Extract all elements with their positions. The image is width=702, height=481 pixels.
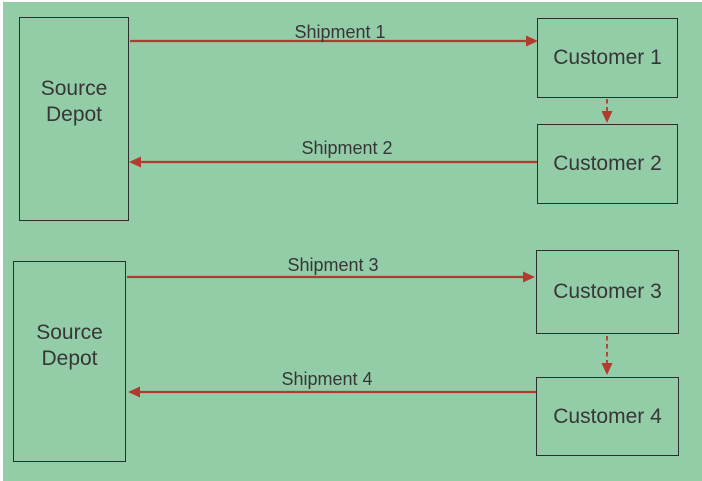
source-depot-2-label-line2: Depot <box>41 346 98 370</box>
shipment-3-label: Shipment 3 <box>287 255 379 275</box>
customer-2-box: Customer 2 <box>537 124 678 204</box>
source-depot-1-label-line1: Source <box>40 76 108 100</box>
source-depot-box-1: Source Depot <box>19 17 129 221</box>
customer-3-box: Customer 3 <box>536 250 679 334</box>
shipment-1-label: Shipment 1 <box>294 22 386 42</box>
shipment-2-label: Shipment 2 <box>301 138 393 158</box>
customer-4-box: Customer 4 <box>536 377 679 456</box>
shipment-4-label: Shipment 4 <box>281 369 373 389</box>
source-depot-2-label-line1: Source <box>36 320 103 344</box>
source-depot-1-label-line2: Depot <box>45 102 103 126</box>
customer-2-label: Customer 2 <box>553 152 662 175</box>
source-depot-box-2: Source Depot <box>13 261 126 462</box>
customer-4-label: Customer 4 <box>553 404 662 428</box>
customer-1-label: Customer 1 <box>553 46 662 69</box>
customer-3-label: Customer 3 <box>553 280 662 303</box>
customer-1-box: Customer 1 <box>537 18 678 98</box>
